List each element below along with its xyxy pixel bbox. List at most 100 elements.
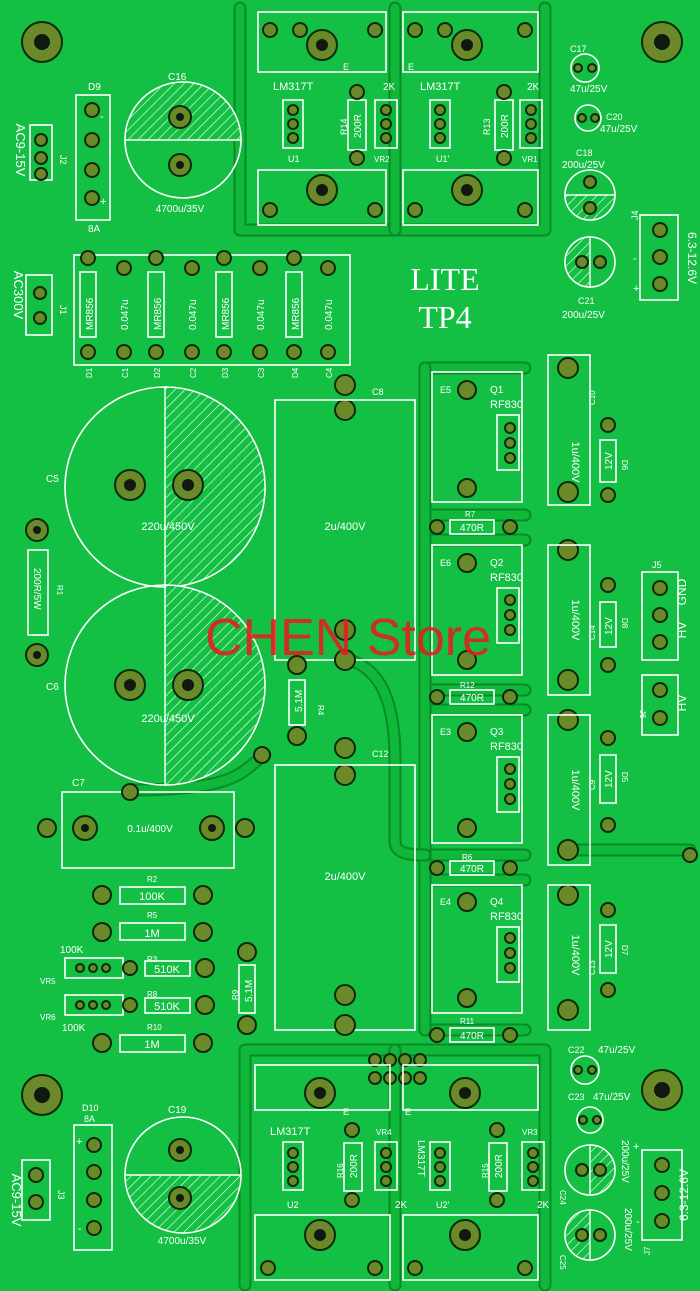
regulator-u1-prime	[429, 99, 451, 149]
svg-text:J4: J4	[630, 210, 640, 220]
svg-text:1M: 1M	[144, 928, 159, 940]
zener-d7	[599, 924, 617, 974]
connector-j4	[639, 214, 679, 301]
diode-d4	[285, 271, 303, 338]
svg-text:RF830: RF830	[490, 911, 523, 923]
board-title-line1: LITE	[410, 261, 479, 297]
resistor-r8	[144, 997, 191, 1014]
svg-text:RF830: RF830	[490, 572, 523, 584]
svg-text:8A: 8A	[88, 224, 101, 235]
svg-text:D1: D1	[85, 367, 94, 378]
svg-text:C14: C14	[588, 625, 597, 640]
svg-text:U2': U2'	[436, 1200, 450, 1210]
svg-text:510K: 510K	[154, 964, 180, 976]
svg-text:R13: R13	[482, 118, 492, 135]
mosfet-q2	[431, 544, 523, 676]
svg-text:VR6: VR6	[40, 1013, 56, 1022]
svg-text:E: E	[405, 1107, 411, 1117]
svg-text:47u/25V: 47u/25V	[593, 1092, 631, 1103]
regulator-block-top: E E LM317T U1 R14 200R 2K VR2 LM317T U1'…	[257, 11, 543, 226]
svg-text:100K: 100K	[62, 1023, 86, 1034]
svg-text:C12: C12	[372, 749, 389, 759]
svg-text:HV: HV	[675, 622, 689, 639]
svg-text:J7: J7	[643, 1246, 652, 1255]
svg-text:R2: R2	[147, 875, 158, 884]
svg-text:5.1M: 5.1M	[294, 690, 305, 712]
svg-text:-: -	[78, 1223, 82, 1235]
svg-text:C9: C9	[588, 779, 597, 790]
svg-text:12V: 12V	[604, 940, 615, 958]
svg-text:200R: 200R	[349, 1154, 360, 1178]
svg-text:VR4: VR4	[376, 1128, 392, 1137]
store-watermark: CHEN Store	[205, 609, 491, 667]
svg-text:GND: GND	[675, 578, 689, 605]
svg-text:6.3-12.6V: 6.3-12.6V	[677, 1169, 691, 1221]
svg-text:12V: 12V	[604, 617, 615, 635]
hv-rectifier-row: AC300V J1 MR856 D1 0.047u C1 MR856 D2 0.…	[11, 250, 351, 378]
mounting-holes	[21, 21, 683, 1116]
svg-text:47u/25V: 47u/25V	[600, 124, 638, 135]
resistor-r9	[238, 964, 256, 1014]
svg-text:R6: R6	[462, 853, 473, 862]
svg-text:E: E	[343, 62, 349, 72]
svg-text:R15: R15	[481, 1163, 490, 1178]
svg-text:LM317T: LM317T	[420, 81, 461, 93]
svg-text:0.047u: 0.047u	[324, 299, 335, 330]
regulator-block-bottom: E E LM317T U2 200R R16 VR4 2K LM317T U2'…	[254, 1053, 550, 1281]
svg-text:U1: U1	[288, 154, 300, 164]
svg-text:1u/400V: 1u/400V	[569, 600, 581, 642]
svg-text:J1: J1	[58, 305, 68, 315]
svg-text:+: +	[633, 1141, 639, 1153]
resistor-r12	[449, 689, 495, 705]
filament-supply-bottom: C22 47u/25V C23 47u/25V C24 200u/25V C25…	[558, 1045, 691, 1270]
svg-text:5.1M: 5.1M	[244, 980, 255, 1002]
resistor-r15	[488, 1142, 508, 1192]
svg-text:12V: 12V	[604, 770, 615, 788]
svg-text:C2: C2	[189, 367, 198, 378]
svg-text:200u/25V: 200u/25V	[562, 160, 605, 171]
zener-d8	[599, 601, 617, 648]
svg-text:6.3-12.6V: 6.3-12.6V	[685, 232, 699, 284]
svg-text:AC300V: AC300V	[11, 271, 26, 320]
svg-text:R14: R14	[339, 118, 349, 135]
svg-text:LM317T: LM317T	[273, 81, 314, 93]
svg-text:VR1: VR1	[522, 155, 538, 164]
svg-text:47u/25V: 47u/25V	[570, 84, 608, 95]
svg-text:D6: D6	[620, 460, 629, 471]
svg-text:+: +	[76, 1136, 82, 1148]
svg-text:200u/25V: 200u/25V	[622, 1208, 633, 1251]
svg-text:C24: C24	[558, 1190, 567, 1205]
svg-text:R1: R1	[55, 585, 64, 596]
svg-text:4700u/35V: 4700u/35V	[158, 1236, 207, 1247]
svg-text:0.1u/400V: 0.1u/400V	[127, 824, 173, 835]
film-caps: C8 2u/400V C12 2u/400V 5.1M R4 5.1M R9	[231, 374, 416, 1036]
trimmer-vr3	[521, 1141, 545, 1191]
trimmer-vr1	[519, 99, 543, 149]
svg-text:E: E	[343, 1107, 349, 1117]
svg-text:Q2: Q2	[490, 558, 504, 569]
svg-text:J3: J3	[56, 1190, 66, 1200]
svg-text:200u/25V: 200u/25V	[619, 1140, 630, 1183]
svg-text:C20: C20	[606, 112, 623, 122]
filter-caps: C5 220u/450V C6 220u/450V 200R/5W R1	[25, 386, 266, 786]
connector-j7	[641, 1149, 683, 1241]
svg-text:100K: 100K	[139, 891, 165, 903]
svg-text:C17: C17	[570, 44, 587, 54]
svg-text:0.047u: 0.047u	[120, 299, 131, 330]
svg-text:2u/400V: 2u/400V	[325, 871, 367, 883]
resistor-r16	[343, 1142, 363, 1192]
resistor-r2	[119, 886, 186, 905]
capacitor-c14	[547, 544, 591, 696]
svg-text:+: +	[100, 196, 106, 208]
svg-text:D10: D10	[82, 1103, 99, 1113]
ac-input-bottom: D10 8A + - AC9-15V J3 C19 4700u/35V	[9, 1103, 242, 1251]
svg-text:1u/400V: 1u/400V	[569, 935, 581, 977]
svg-text:0.047u: 0.047u	[256, 299, 267, 330]
resistor-r1	[27, 549, 49, 636]
svg-text:8A: 8A	[84, 1114, 95, 1124]
svg-text:C16: C16	[168, 72, 187, 83]
svg-text:2K: 2K	[383, 82, 396, 93]
svg-text:C21: C21	[578, 296, 595, 306]
